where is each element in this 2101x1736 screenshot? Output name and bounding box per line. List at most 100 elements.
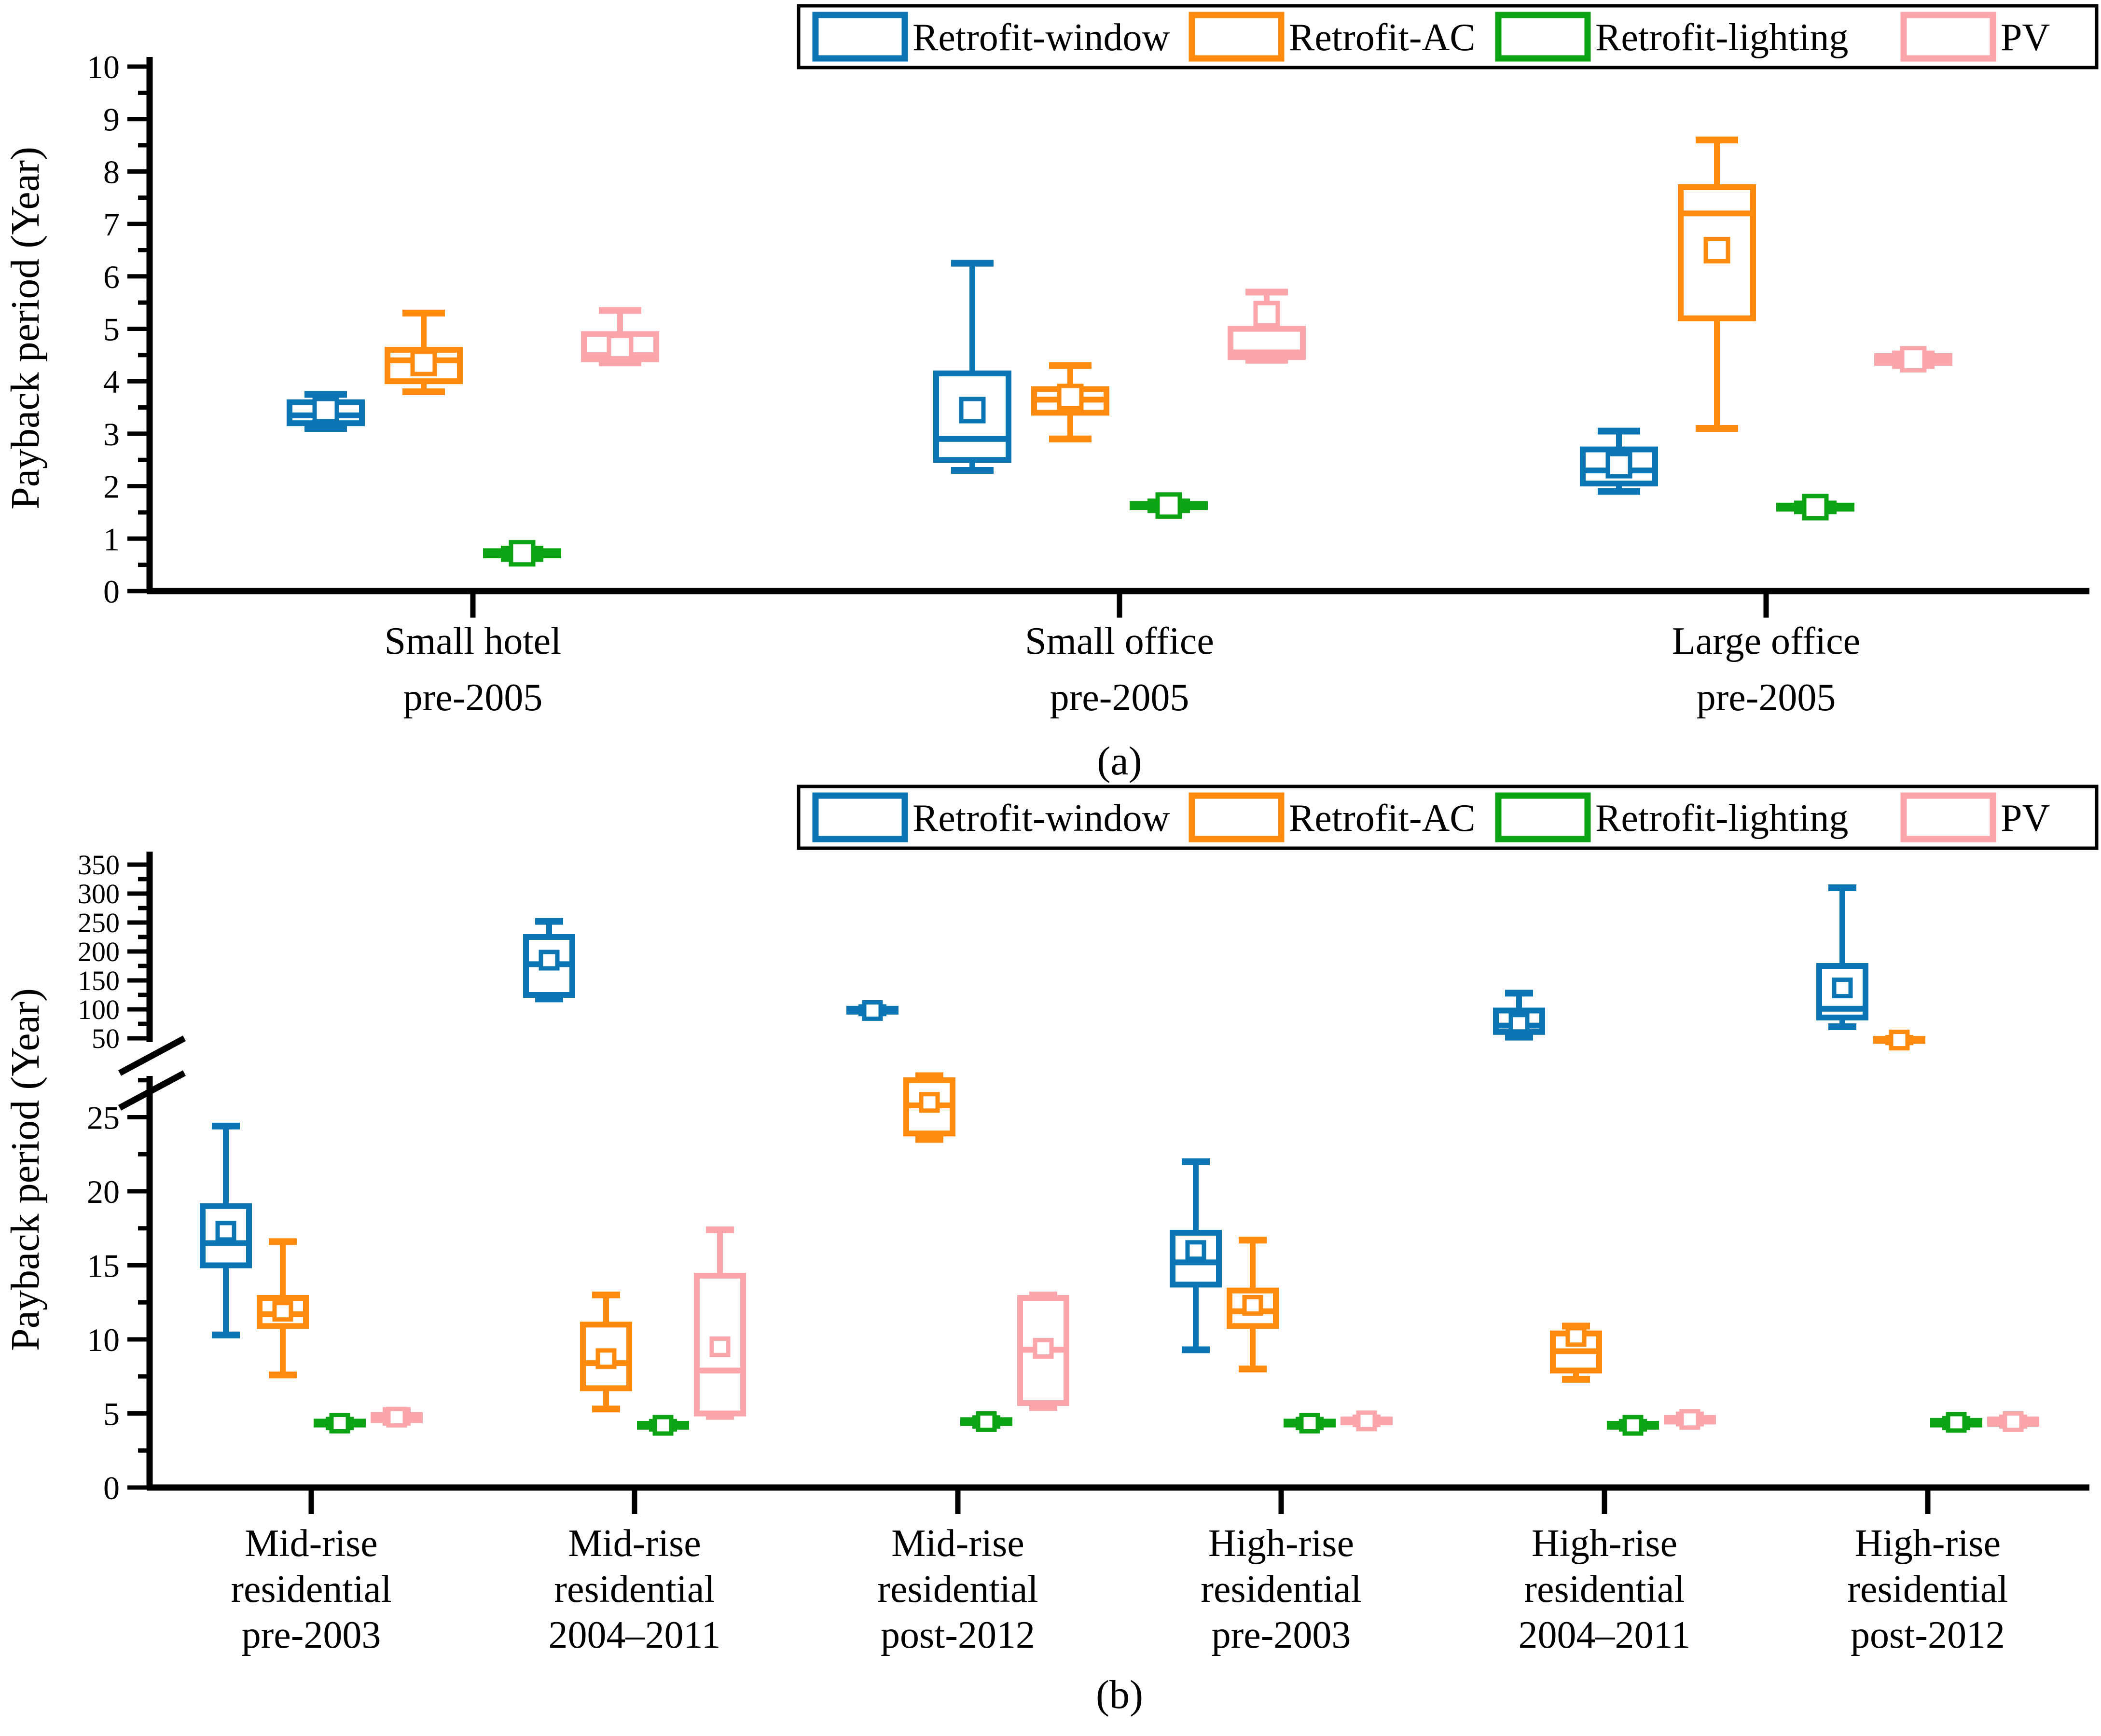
x-category-label: Small hotel <box>385 620 562 662</box>
mean-marker <box>976 1411 997 1432</box>
box-pv-group6 <box>1987 1411 2039 1432</box>
mean-marker <box>1832 978 1853 999</box>
y-tick-label: 5 <box>103 1396 120 1433</box>
mean-marker <box>607 334 634 361</box>
box-lighting-group5 <box>1607 1415 1659 1436</box>
box-pv-group4 <box>1341 1410 1393 1432</box>
legend-label-pv: PV <box>2001 16 2050 59</box>
mean-marker <box>1242 1295 1263 1316</box>
x-category-label: pre-2005 <box>1050 676 1189 719</box>
mean-marker <box>1253 301 1280 328</box>
mean-marker <box>1185 1240 1206 1261</box>
x-category-label: High-rise <box>1208 1522 1354 1565</box>
y-tick-label: 2 <box>103 468 120 505</box>
mean-marker <box>1565 1326 1587 1347</box>
caption-b: (b) <box>1096 1672 1143 1717</box>
mean-marker <box>595 1348 617 1369</box>
y-tick-label: 0 <box>103 1470 120 1506</box>
x-category-label: pre-2005 <box>403 676 543 719</box>
y-axis-label-b: Payback period (Year) <box>3 988 48 1351</box>
x-category-label: Mid-rise <box>245 1522 378 1565</box>
box-lighting-group3 <box>960 1411 1012 1432</box>
mean-marker <box>312 397 339 424</box>
box-ac-group4 <box>1227 1237 1279 1373</box>
legend-swatch-ac <box>1189 792 1285 842</box>
x-category-label: residential <box>1201 1568 1361 1611</box>
mean-marker <box>509 540 536 567</box>
box-window-group2 <box>523 918 575 1003</box>
box-lighting-group6 <box>1930 1412 1982 1433</box>
mean-marker <box>2003 1411 2024 1432</box>
mean-marker <box>539 950 560 971</box>
y-tick-label: 7 <box>103 206 120 243</box>
y-tick-label: 8 <box>103 153 120 190</box>
legend-swatch-pv <box>1900 792 1996 842</box>
legend-frame <box>797 785 2099 850</box>
x-category-label: residential <box>554 1568 715 1611</box>
mean-marker <box>329 1412 350 1433</box>
mean-marker <box>1703 236 1730 263</box>
box-pv-group1 <box>581 307 659 367</box>
mean-marker <box>1508 1013 1530 1034</box>
box-ac-group1 <box>257 1238 309 1378</box>
x-category-label: residential <box>1847 1568 2008 1611</box>
y-tick-label: 4 <box>103 363 120 400</box>
y-tick-label: 3 <box>103 416 120 453</box>
x-category-label: Small office <box>1025 620 1214 662</box>
caption-a: (a) <box>1097 739 1142 784</box>
legend-swatch-window <box>812 792 908 842</box>
mean-marker <box>272 1301 293 1322</box>
mean-marker <box>1802 494 1829 521</box>
axis-break-slash <box>118 1035 186 1076</box>
box-iqr <box>580 1322 632 1392</box>
box-window-group1 <box>287 391 365 432</box>
axis-break-slash <box>118 1070 186 1111</box>
legend-swatch-lighting <box>1495 792 1591 842</box>
x-category-label: Mid-rise <box>568 1522 701 1565</box>
x-category-label: post-2012 <box>1851 1614 2005 1656</box>
x-category-label: Large office <box>1672 620 1860 662</box>
y-tick-label: 1 <box>103 521 120 557</box>
y-tick-label: 300 <box>78 878 120 909</box>
mean-marker <box>1946 1412 1967 1433</box>
mean-marker <box>1622 1415 1644 1436</box>
box-window-group6 <box>1816 884 1868 1030</box>
y-axis-label-a: Payback period (Year) <box>3 147 48 510</box>
mean-marker <box>959 397 986 424</box>
box-lighting-group1 <box>314 1412 366 1433</box>
box-window-group3 <box>846 1000 898 1021</box>
legend-label-ac: Retrofit-AC <box>1289 797 1476 840</box>
mean-marker <box>1605 452 1632 479</box>
box-lighting-group2 <box>637 1415 689 1436</box>
legend-swatch-pv <box>1900 12 1996 62</box>
box-ac-group3 <box>1678 137 1756 432</box>
y-tick-label: 10 <box>87 1322 120 1358</box>
mean-marker <box>862 1000 883 1021</box>
x-category-label: 2004–2011 <box>548 1614 720 1656</box>
mean-marker <box>1679 1409 1700 1430</box>
y-tick-label: 6 <box>103 259 120 295</box>
box-lighting-group3 <box>1776 494 1854 521</box>
x-category-label: residential <box>1524 1568 1685 1611</box>
box-window-group3 <box>1580 427 1658 495</box>
box-pv-group5 <box>1664 1409 1716 1430</box>
y-tick-label: 250 <box>78 907 120 938</box>
mean-marker <box>1299 1412 1320 1433</box>
legend-label-lighting: Retrofit-lighting <box>1595 797 1848 840</box>
x-category-label: residential <box>231 1568 391 1611</box>
box-ac-group2 <box>580 1291 632 1413</box>
box-ac-group6 <box>1873 1030 1925 1051</box>
y-tick-label: 100 <box>78 994 120 1025</box>
legend-label-lighting: Retrofit-lighting <box>1595 16 1848 59</box>
mean-marker <box>215 1221 236 1242</box>
mean-marker <box>386 1406 407 1428</box>
box-lighting-group2 <box>1130 492 1208 519</box>
x-category-label: residential <box>877 1568 1038 1611</box>
x-category-label: High-rise <box>1532 1522 1677 1565</box>
legend-swatch-ac <box>1189 12 1285 62</box>
